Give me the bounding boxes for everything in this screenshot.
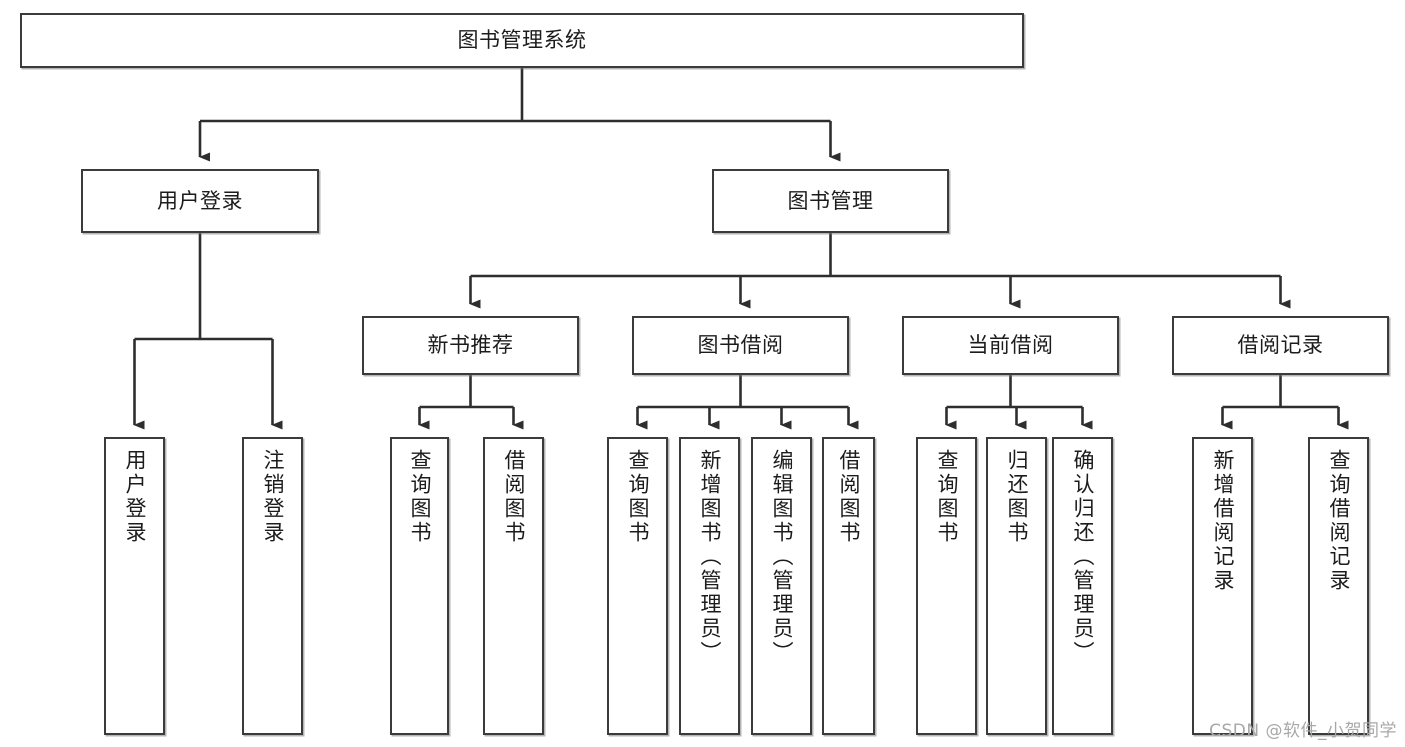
node-leaf-borrow-book-2-label: 借阅图书	[837, 449, 861, 545]
node-book-borrow-label: 图书借阅	[697, 333, 784, 358]
node-leaf-user-login[interactable]: 用户登录	[104, 437, 165, 735]
node-leaf-query-book-3-label: 查询图书	[935, 449, 959, 545]
node-book-borrow[interactable]: 图书借阅	[632, 316, 849, 375]
node-leaf-query-book-1-label: 查询图书	[408, 449, 432, 545]
node-user-login[interactable]: 用户登录	[81, 169, 319, 233]
node-leaf-borrow-book-1[interactable]: 借阅图书	[483, 437, 544, 735]
node-leaf-query-record-label: 查询借阅记录	[1327, 449, 1351, 593]
node-leaf-query-book-3[interactable]: 查询图书	[916, 437, 977, 735]
node-leaf-edit-book-label: 编辑图书（管理员）	[770, 449, 794, 665]
node-book-manage-label: 图书管理	[787, 188, 874, 213]
node-leaf-confirm-return-label: 确认归还（管理员）	[1071, 449, 1095, 665]
node-borrow-record-label: 借阅记录	[1237, 333, 1324, 358]
node-leaf-return-book-label: 归还图书	[1005, 449, 1029, 545]
node-leaf-return-book[interactable]: 归还图书	[986, 437, 1047, 735]
node-current-borrow[interactable]: 当前借阅	[902, 316, 1119, 375]
node-leaf-borrow-book-2[interactable]: 借阅图书	[822, 437, 875, 735]
node-current-borrow-label: 当前借阅	[967, 333, 1054, 358]
node-leaf-query-record[interactable]: 查询借阅记录	[1308, 437, 1369, 735]
node-book-manage[interactable]: 图书管理	[712, 169, 949, 233]
node-leaf-add-record-label: 新增借阅记录	[1211, 449, 1235, 593]
node-leaf-query-book-2[interactable]: 查询图书	[607, 437, 668, 735]
node-root-label: 图书管理系统	[457, 28, 587, 53]
node-leaf-query-book-1[interactable]: 查询图书	[390, 437, 449, 735]
csdn-watermark: CSDN @软件_小贺同学	[1209, 721, 1397, 741]
node-leaf-confirm-return[interactable]: 确认归还（管理员）	[1052, 437, 1113, 735]
node-leaf-user-login-label: 用户登录	[123, 449, 147, 545]
node-user-login-label: 用户登录	[157, 188, 243, 213]
node-leaf-logout-label: 注销登录	[261, 449, 285, 545]
node-leaf-logout[interactable]: 注销登录	[242, 437, 303, 735]
node-borrow-record[interactable]: 借阅记录	[1172, 316, 1389, 375]
node-new-book-recommend[interactable]: 新书推荐	[362, 316, 579, 375]
node-leaf-query-book-2-label: 查询图书	[626, 449, 650, 545]
node-leaf-edit-book[interactable]: 编辑图书（管理员）	[751, 437, 812, 735]
node-leaf-borrow-book-1-label: 借阅图书	[502, 449, 526, 545]
node-leaf-add-record[interactable]: 新增借阅记录	[1192, 437, 1253, 735]
node-leaf-add-book-label: 新增图书（管理员）	[698, 449, 722, 665]
node-new-book-recommend-label: 新书推荐	[427, 333, 514, 358]
node-leaf-add-book[interactable]: 新增图书（管理员）	[679, 437, 740, 735]
node-root[interactable]: 图书管理系统	[20, 13, 1024, 68]
